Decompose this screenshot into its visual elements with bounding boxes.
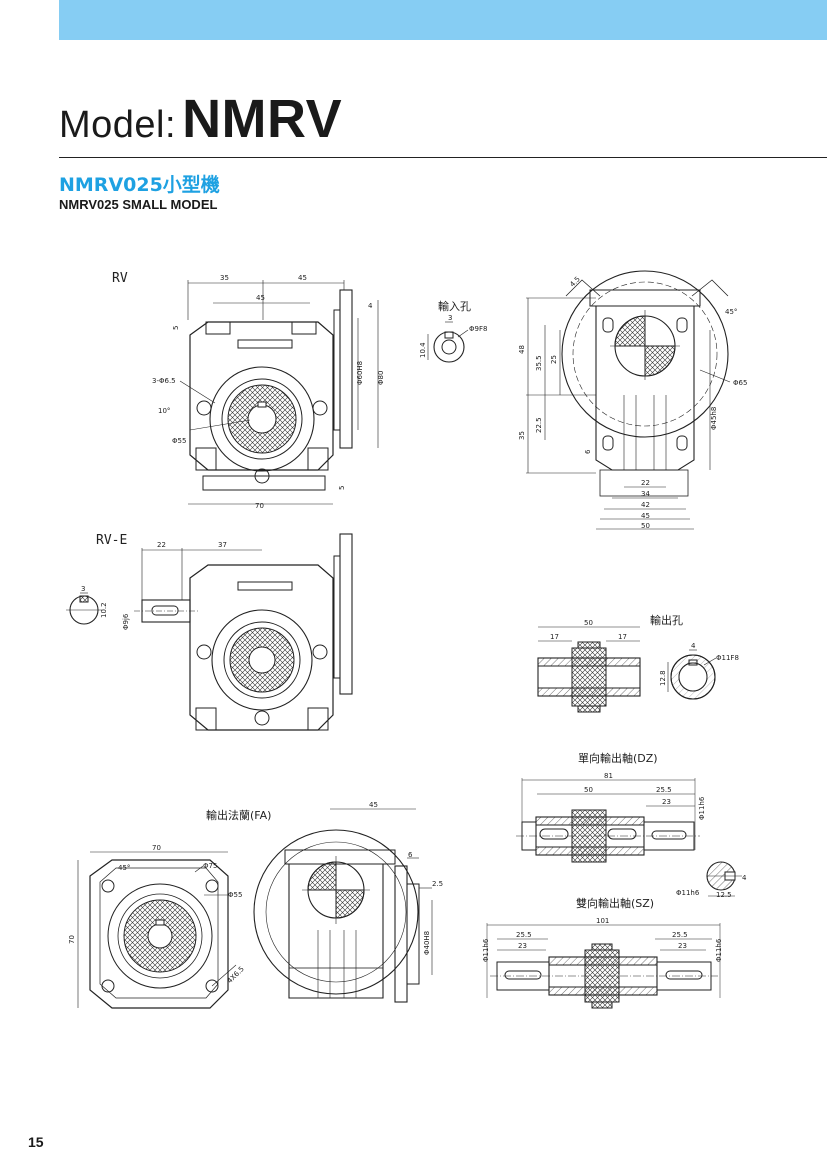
dim: 37 [218, 541, 227, 549]
dim: Φ80 [377, 371, 385, 385]
dim: 4.5 [568, 275, 582, 289]
subtitle-en: NMRV025 SMALL MODEL [59, 197, 218, 212]
model-label: Model: [59, 104, 177, 146]
dim: 10° [158, 407, 170, 415]
dim: Φ11h6 [715, 938, 723, 962]
dim: 25.5 [672, 931, 688, 939]
dim: 42 [641, 501, 650, 509]
dim: Φ65 [733, 379, 747, 387]
dim: 6 [408, 851, 413, 859]
page-number: 15 [28, 1134, 44, 1150]
dim: 45 [641, 512, 650, 520]
dim: 3-Φ6.5 [152, 377, 176, 385]
dim: 23 [662, 798, 671, 806]
output-hole-view: 輸出孔 50 17 17 4 Φ11F8 12.8 [537, 613, 739, 713]
dim: 5 [338, 486, 346, 490]
output-hole-title: 輸出孔 [650, 613, 683, 627]
dim: 25.5 [656, 786, 672, 794]
dim: 25 [550, 355, 558, 364]
dim: Φ11h6 [676, 889, 700, 897]
dim: 3 [81, 585, 85, 593]
dim: 25.5 [516, 931, 532, 939]
dim: Φ40H8 [423, 931, 431, 955]
dim: 70 [68, 935, 76, 944]
dim: Φ45h8 [710, 407, 718, 430]
dim: 34 [641, 490, 650, 498]
subtitle-zh: NMRV025小型機 [59, 174, 220, 196]
dim: 45 [256, 294, 265, 302]
dim: 22 [157, 541, 166, 549]
dim: Φ11F8 [716, 654, 739, 662]
dim: Φ75 [203, 862, 217, 870]
dim: 45 [369, 801, 378, 809]
dim: Φ11h6 [698, 796, 706, 820]
dim: 5 [172, 326, 180, 330]
input-hole-title: 輸入孔 [438, 299, 471, 313]
dim: Φ55 [172, 437, 186, 445]
dim: 22 [641, 479, 650, 487]
dim: 4 [742, 874, 747, 882]
single-shaft-title: 單向輸出軸(DZ) [578, 751, 658, 765]
dim: 45 [298, 274, 307, 282]
flange-side-view: 45 6 2.5 Φ40H8 [253, 801, 443, 1003]
dim: Φ60H8 [356, 361, 364, 385]
double-shaft-view: 雙向輸出軸(SZ) 101 25.5 23 25.5 23 Φ11h6 Φ11h… [482, 896, 723, 1009]
dim: 6 [584, 449, 592, 454]
page-title: Model:NMRV [59, 88, 342, 150]
dim: 4X6.5 [226, 965, 246, 985]
dim: 3 [448, 314, 452, 322]
dim: 10.2 [100, 602, 108, 618]
dim: 22.5 [535, 417, 543, 433]
dim: Φ9j6 [122, 613, 130, 630]
dim: 17 [550, 633, 559, 641]
dim: 48 [518, 345, 526, 354]
dim: 12.5 [716, 891, 732, 899]
dim: Φ9F8 [469, 325, 487, 333]
flange-front-view: 輸出法蘭(FA) 70 45° Φ75 Φ55 70 4X6.5 [68, 808, 271, 1009]
dim: 81 [604, 772, 613, 780]
dim: 35 [220, 274, 229, 282]
dim: 50 [584, 619, 593, 627]
dim: Φ55 [228, 891, 242, 899]
double-shaft-title: 雙向輸出軸(SZ) [576, 896, 654, 910]
dim: 10.4 [419, 342, 427, 358]
flange-title: 輸出法蘭(FA) [206, 808, 271, 822]
dim: Φ11h6 [482, 938, 490, 962]
dim: 17 [618, 633, 627, 641]
dim: 45° [725, 308, 737, 316]
dim: 35.5 [535, 355, 543, 371]
side-view: 4.5 45° 48 35.5 25 Φ65 Φ45h8 22.5 35 6 2… [518, 270, 747, 530]
dim: 35 [518, 431, 526, 440]
dim: 50 [641, 522, 650, 530]
header-bar [59, 0, 827, 40]
dim: 50 [584, 786, 593, 794]
dim: 70 [152, 844, 161, 852]
rv-front-view: RV 35 45 45 4 5 Φ60H8 Φ80 3- [112, 271, 385, 510]
rv-e-label: RV-E [96, 533, 127, 548]
rv-label: RV [112, 271, 128, 286]
dim: 70 [255, 502, 264, 510]
rv-e-view: RV-E 22 37 Φ9j6 3 10.2 [66, 533, 353, 731]
dim: 4 [368, 302, 373, 310]
dim: 2.5 [432, 880, 443, 888]
dim: 45° [118, 864, 130, 872]
input-hole-view: 輸入孔 3 Φ9F8 10.4 [419, 299, 487, 363]
title-divider [59, 157, 827, 158]
dim: 4 [691, 642, 696, 650]
dim: 12.8 [659, 670, 667, 686]
dim: 23 [678, 942, 687, 950]
single-shaft-view: 單向輸出軸(DZ) 81 50 25.5 23 Φ11h6 4 Φ11h6 12… [516, 751, 747, 899]
dim: 23 [518, 942, 527, 950]
model-name: NMRV [182, 89, 343, 149]
dim: 101 [596, 917, 609, 925]
